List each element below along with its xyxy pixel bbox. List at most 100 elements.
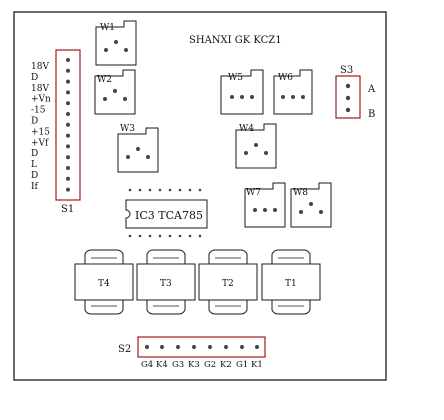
connector-s1-pin-label: -15 <box>31 106 46 116</box>
connector-s1-pin-label: D <box>31 149 38 159</box>
connector-s1-pin <box>66 58 70 62</box>
connector-s3-pin <box>345 83 351 89</box>
potentiometer-pin <box>103 97 107 101</box>
connector-s2-pin-label: K4 <box>156 360 168 370</box>
potentiometer-pin <box>113 89 117 93</box>
potentiometer-body <box>117 127 159 173</box>
transformer-label: T4 <box>98 279 110 289</box>
potentiometer-body <box>94 69 136 115</box>
connector-s3: S3 A B <box>335 65 376 120</box>
potentiometer-pin <box>104 48 108 52</box>
connector-s2-housing <box>137 336 266 358</box>
transformer-body <box>74 263 134 301</box>
connector-s1-pin-label: D <box>31 117 38 127</box>
potentiometer-pin <box>253 208 257 212</box>
potentiometer-label: W2 <box>97 75 112 85</box>
potentiometer-body <box>235 123 277 169</box>
board-title: SHANXI GK KCZ1 <box>189 35 282 46</box>
connector-s2-pin <box>176 345 180 349</box>
transformer-label: T3 <box>160 279 172 289</box>
connector-s1-pin-label: D <box>31 73 38 83</box>
potentiometer-w5: W5 <box>220 69 264 115</box>
connector-s1-pin <box>66 101 70 106</box>
ic3-pin <box>198 188 202 192</box>
potentiometer-body <box>273 69 313 115</box>
connector-s1-pin <box>66 112 70 116</box>
potentiometer-label: W3 <box>120 124 135 134</box>
connector-s2-label: S2 <box>118 344 131 355</box>
transformer-t3: T3 <box>136 249 196 315</box>
potentiometer-w6: W6 <box>273 69 313 115</box>
potentiometer-pin <box>309 202 313 206</box>
potentiometer-pin <box>254 143 258 147</box>
ic3-pin <box>138 188 142 192</box>
transformer-t4: T4 <box>74 249 134 315</box>
potentiometer-body <box>244 182 286 228</box>
potentiometer-label: W6 <box>278 73 293 83</box>
connector-s3-pin-label-a: A <box>367 84 376 95</box>
connector-s3-label: S3 <box>340 65 353 76</box>
potentiometer-pin <box>281 95 285 99</box>
potentiometer-pin <box>124 48 128 52</box>
potentiometer-pin <box>273 208 277 212</box>
connector-s1-pin-label: If <box>31 182 39 192</box>
connector-s2-pin-label: K1 <box>251 360 263 370</box>
connector-s2-pin-label: G3 <box>172 360 184 370</box>
potentiometer-label: W8 <box>293 188 308 198</box>
ic3-pin <box>138 234 142 238</box>
connector-s1-pin <box>66 155 70 160</box>
ic3-pin <box>178 234 182 238</box>
potentiometer-pin <box>264 151 268 155</box>
ic3-pin <box>148 234 152 238</box>
connector-s2-pin <box>224 345 228 349</box>
connector-s2-pin-label: G1 <box>236 360 248 370</box>
connector-s1-pin-label: +15 <box>31 127 50 137</box>
ic3-pin <box>158 234 162 238</box>
potentiometer-pin <box>126 155 130 159</box>
potentiometer-pin <box>114 40 118 44</box>
ic3-pin <box>188 188 192 192</box>
transformer-top-tab <box>146 249 186 264</box>
potentiometer-w4: W4 <box>235 123 277 169</box>
ic3-body <box>125 199 208 229</box>
ic3-pin <box>178 188 182 192</box>
connector-s1-pin <box>66 122 70 127</box>
ic3-chip: IC3 TCA785 <box>125 188 208 238</box>
potentiometer-w3: W3 <box>117 124 159 173</box>
board-outline <box>13 11 387 381</box>
connector-s2-pin <box>192 345 196 349</box>
connector-s3-pin <box>345 107 351 113</box>
potentiometer-pin <box>136 147 140 151</box>
transformer-bottom-tab <box>84 300 124 315</box>
connector-s2-pin-label: K2 <box>220 360 232 370</box>
ic3-pin <box>148 188 152 192</box>
transformer-label: T1 <box>285 279 297 289</box>
ic3-pin <box>168 234 172 238</box>
connector-s2-pin <box>255 345 259 349</box>
potentiometer-label: W1 <box>100 23 115 33</box>
transformer-t1: T1 <box>261 249 321 315</box>
potentiometer-body <box>220 69 264 115</box>
ic3-pins-top <box>128 188 202 192</box>
transformer-body <box>261 263 321 301</box>
connector-s2-pin-label: K3 <box>188 360 200 370</box>
transformer-bottom-tab <box>146 300 186 315</box>
connector-s1-housing <box>55 49 81 201</box>
potentiometer-w2: W2 <box>94 69 136 115</box>
connector-s2-pins <box>145 345 259 349</box>
connector-s1-pin <box>66 144 70 149</box>
connector-s1-pin <box>66 133 70 138</box>
connector-s1-pins <box>66 58 70 192</box>
potentiometer-pin <box>244 151 248 155</box>
potentiometer-pin <box>301 95 305 99</box>
connector-s3-pin-label-b: B <box>368 109 375 120</box>
connector-s1-pin-label: D <box>31 171 38 181</box>
ic3-pin <box>128 234 132 238</box>
connector-s1-pin <box>66 187 70 192</box>
potentiometer-pin <box>240 95 244 99</box>
connector-s1-pin-label: L <box>31 160 37 170</box>
